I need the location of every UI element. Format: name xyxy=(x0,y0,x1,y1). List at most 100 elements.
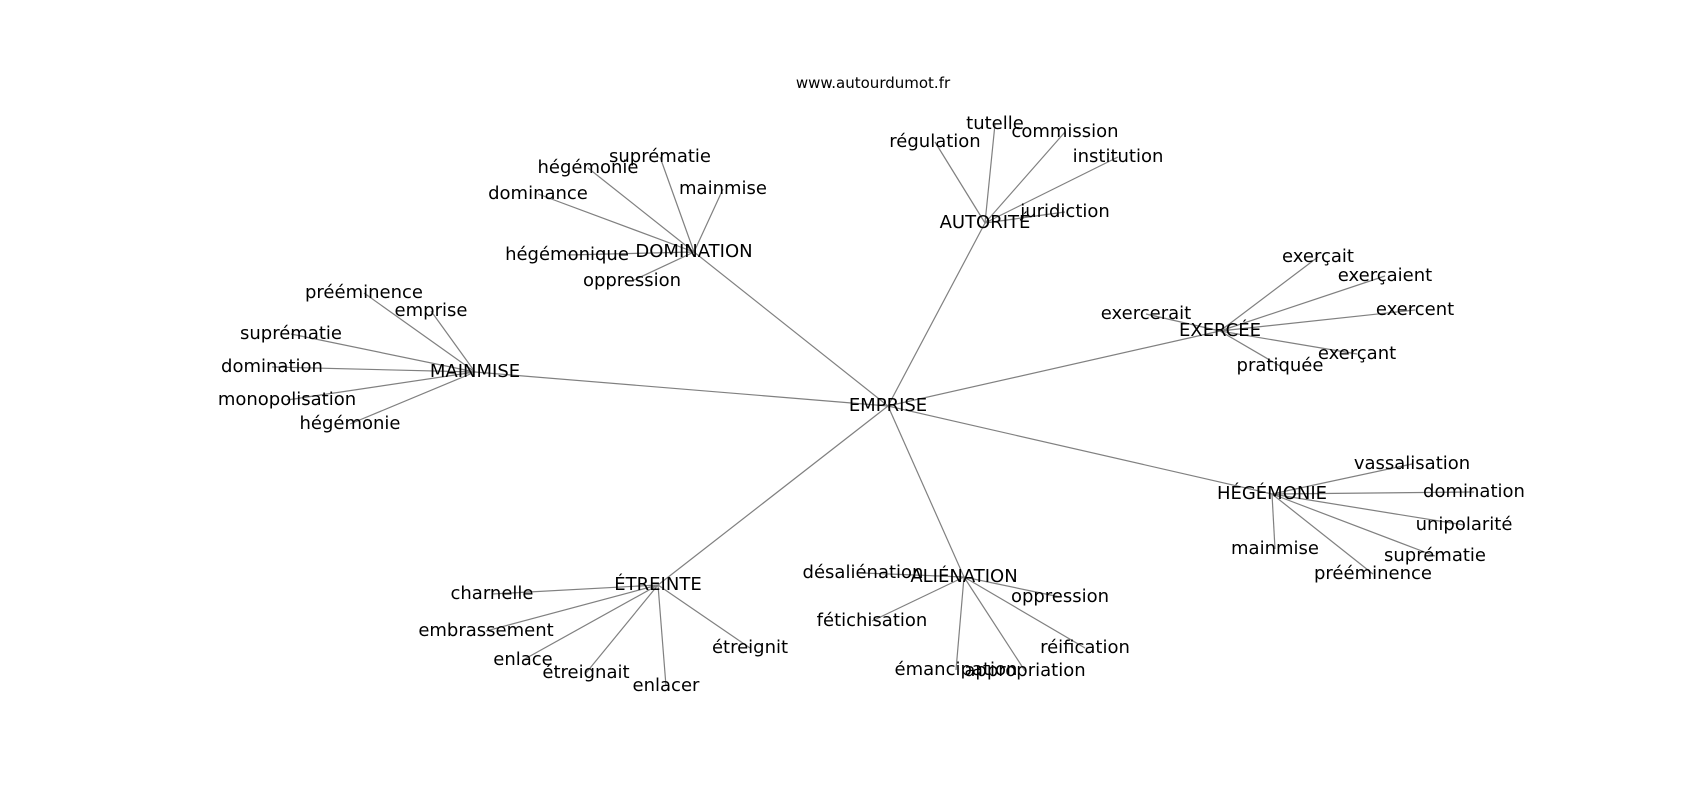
leaf-node[interactable]: désaliénation xyxy=(803,562,924,583)
edge-alienation-leaf xyxy=(871,576,965,622)
edge-mainmise-leaf xyxy=(363,292,476,373)
edge-mainmise-leaf xyxy=(271,366,476,373)
leaf-node[interactable]: suprématie xyxy=(1384,545,1486,566)
leaf-node[interactable]: hégémonie xyxy=(299,413,400,434)
leaf-node[interactable]: fétichisation xyxy=(817,610,928,631)
leaf-node[interactable]: mainmise xyxy=(679,178,767,199)
edge-exercee-leaf xyxy=(1219,275,1386,332)
edge-hegemonie-leaf xyxy=(1271,493,1374,575)
leaf-node[interactable]: appropriation xyxy=(964,660,1085,681)
edge-autorite-leaf xyxy=(934,141,986,224)
leaf-node[interactable]: juridiction xyxy=(1019,201,1110,222)
edge-mainmise-leaf xyxy=(286,371,476,401)
edge-mainmise-leaf xyxy=(349,371,476,425)
center-node[interactable]: EMPRISE xyxy=(849,395,927,416)
leaf-node[interactable]: emprise xyxy=(395,300,468,321)
leaf-node[interactable]: unipolarité xyxy=(1416,514,1513,535)
edge-hegemonie-leaf xyxy=(1271,493,1276,550)
edge-etreinte-leaf xyxy=(522,584,659,661)
leaf-node[interactable]: exerçait xyxy=(1282,246,1354,267)
edge-domination-leaf xyxy=(659,156,695,253)
edge-alienation-leaf xyxy=(963,576,1086,649)
leaf-node[interactable]: pratiquée xyxy=(1237,355,1324,376)
edge-exercee-leaf xyxy=(1145,313,1221,332)
edge-autorite-leaf xyxy=(984,131,1066,224)
leaf-node[interactable]: tutelle xyxy=(966,113,1024,134)
edge-domination-leaf xyxy=(566,251,695,256)
edge-hegemonie-leaf xyxy=(1271,493,1436,557)
leaf-node[interactable]: embrassement xyxy=(418,620,553,641)
hub-node-mainmise[interactable]: MAINMISE xyxy=(430,361,520,382)
leaf-node[interactable]: étreignit xyxy=(712,637,788,658)
leaf-node[interactable]: hégémonique xyxy=(505,244,629,265)
leaf-node[interactable]: domination xyxy=(221,356,323,377)
leaf-node[interactable]: réification xyxy=(1040,637,1130,658)
edge-autorite-leaf xyxy=(984,211,1066,224)
hub-node-alienation[interactable]: ALIÉNATION xyxy=(910,565,1017,587)
edge-mainmise-leaf xyxy=(290,333,476,373)
hub-node-etreinte[interactable]: ÉTREINTE xyxy=(614,573,701,595)
edge-etreinte-leaf xyxy=(485,584,659,632)
edge-etreinte-leaf xyxy=(585,584,659,674)
leaf-node[interactable]: exercerait xyxy=(1101,303,1191,324)
hub-node-exercee[interactable]: EXERCÉE xyxy=(1179,319,1261,341)
leaf-node[interactable]: enlacer xyxy=(633,675,700,696)
edge-hegemonie-leaf xyxy=(1271,491,1475,495)
edge-exercee-leaf xyxy=(1219,330,1358,355)
hub-node-domination[interactable]: DOMINATION xyxy=(635,241,752,262)
leaf-node[interactable]: oppression xyxy=(583,270,681,291)
leaf-node[interactable]: hégémonie xyxy=(537,157,638,178)
leaf-node[interactable]: étreignait xyxy=(542,662,629,683)
edge-center-etreinte xyxy=(657,405,889,586)
site-url: www.autourdumot.fr xyxy=(796,74,951,92)
leaf-node[interactable]: vassalisation xyxy=(1354,453,1470,474)
leaf-node[interactable]: suprématie xyxy=(609,146,711,167)
leaf-node[interactable]: monopolisation xyxy=(218,389,356,410)
leaf-node[interactable]: exerçant xyxy=(1318,343,1396,364)
leaf-node[interactable]: exerçaient xyxy=(1338,265,1432,286)
leaf-node[interactable]: oppression xyxy=(1011,586,1109,607)
edge-mainmise-leaf xyxy=(430,310,476,373)
graph-labels: EMPRISE AUTORITÉ régulationtutellecommissi… xyxy=(218,113,1525,696)
graph-edges xyxy=(271,123,1475,687)
edge-domination-leaf xyxy=(537,193,695,253)
edge-exercee-leaf xyxy=(1219,330,1281,367)
leaf-node[interactable]: charnelle xyxy=(451,583,534,604)
leaf-node[interactable]: institution xyxy=(1073,146,1164,167)
edge-autorite-leaf xyxy=(984,123,996,224)
leaf-node[interactable]: exercent xyxy=(1376,299,1454,320)
edge-etreinte-leaf xyxy=(491,584,659,595)
edge-hegemonie-leaf xyxy=(1271,463,1413,495)
edge-center-mainmise xyxy=(474,371,889,407)
edge-center-autorite xyxy=(887,222,986,407)
edge-autorite-leaf xyxy=(984,156,1119,224)
edge-domination-leaf xyxy=(587,167,695,253)
edge-center-domination xyxy=(693,251,889,407)
leaf-node[interactable]: régulation xyxy=(889,131,980,152)
edge-exercee-leaf xyxy=(1219,309,1416,332)
edge-alienation-leaf xyxy=(862,572,965,578)
leaf-node[interactable]: prééminence xyxy=(1314,563,1432,584)
leaf-node[interactable]: domination xyxy=(1423,481,1525,502)
leaf-node[interactable]: mainmise xyxy=(1231,538,1319,559)
edge-alienation-leaf xyxy=(963,576,1026,672)
edge-alienation-leaf xyxy=(963,576,1061,598)
leaf-node[interactable]: commission xyxy=(1011,121,1118,142)
edge-center-exercee xyxy=(887,330,1221,407)
leaf-node[interactable]: émancipation xyxy=(895,659,1018,680)
edge-center-hegemonie xyxy=(887,405,1273,495)
edge-center-alienation xyxy=(887,405,965,578)
edge-etreinte-leaf xyxy=(657,584,667,687)
leaf-node[interactable]: suprématie xyxy=(240,323,342,344)
leaf-node[interactable]: enlace xyxy=(493,649,552,670)
edge-exercee-leaf xyxy=(1219,256,1319,332)
edge-etreinte-leaf xyxy=(657,584,751,649)
leaf-node[interactable]: prééminence xyxy=(305,282,423,303)
edge-domination-leaf xyxy=(693,188,724,253)
edge-domination-leaf xyxy=(631,251,695,282)
edge-hegemonie-leaf xyxy=(1271,493,1465,526)
leaf-node[interactable]: dominance xyxy=(488,183,588,204)
hub-node-hegemonie[interactable]: HÉGÉMONIE xyxy=(1217,482,1327,504)
hub-node-autorite[interactable]: AUTORITÉ xyxy=(940,211,1031,233)
